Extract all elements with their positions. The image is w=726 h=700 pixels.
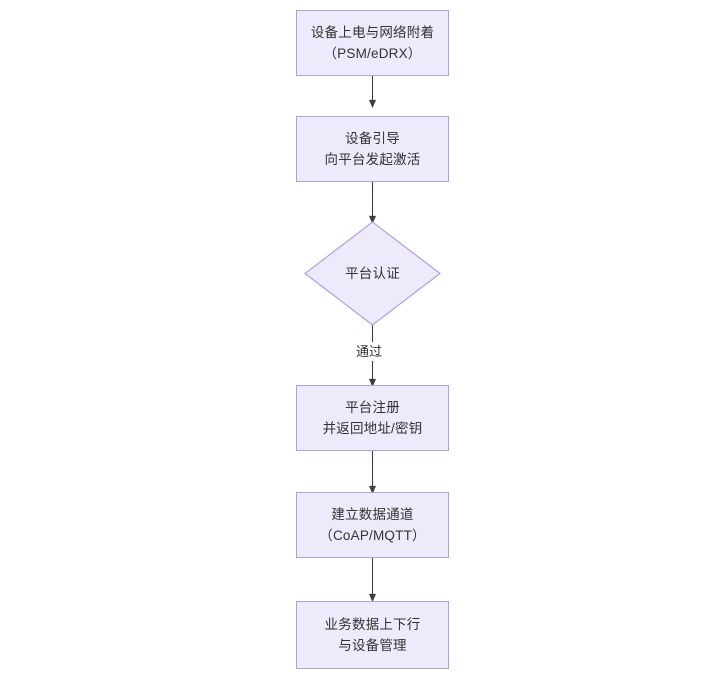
node-platform-register[interactable]: 平台注册 并返回地址/密钥 xyxy=(296,385,449,451)
node-data-channel-line-1: 建立数据通道 xyxy=(331,507,414,522)
node-platform-register-line-2: 并返回地址/密钥 xyxy=(322,421,423,436)
node-platform-register-line-1: 平台注册 xyxy=(345,400,400,415)
node-service-data-line-1: 业务数据上下行 xyxy=(324,617,421,632)
node-bootstrap-line-1: 设备引导 xyxy=(345,131,400,146)
node-data-channel[interactable]: 建立数据通道 （CoAP/MQTT） xyxy=(296,492,449,558)
node-data-channel-line-2: （CoAP/MQTT） xyxy=(319,528,426,543)
node-power-on-line-1: 设备上电与网络附着 xyxy=(310,25,435,40)
node-platform-auth-label: 平台认证 xyxy=(345,266,400,281)
node-service-data[interactable]: 业务数据上下行 与设备管理 xyxy=(296,601,449,669)
node-power-on[interactable]: 设备上电与网络附着 （PSM/eDRX） xyxy=(296,10,449,76)
edge-label-pass: 通过 xyxy=(353,342,386,361)
node-bootstrap[interactable]: 设备引导 向平台发起激活 xyxy=(296,116,449,182)
node-platform-auth[interactable]: 平台认证 xyxy=(305,222,440,325)
node-bootstrap-line-2: 向平台发起激活 xyxy=(324,152,421,167)
platform-auth-diamond-shape xyxy=(304,221,441,326)
node-power-on-line-2: （PSM/eDRX） xyxy=(323,46,422,61)
node-service-data-line-2: 与设备管理 xyxy=(338,638,407,653)
